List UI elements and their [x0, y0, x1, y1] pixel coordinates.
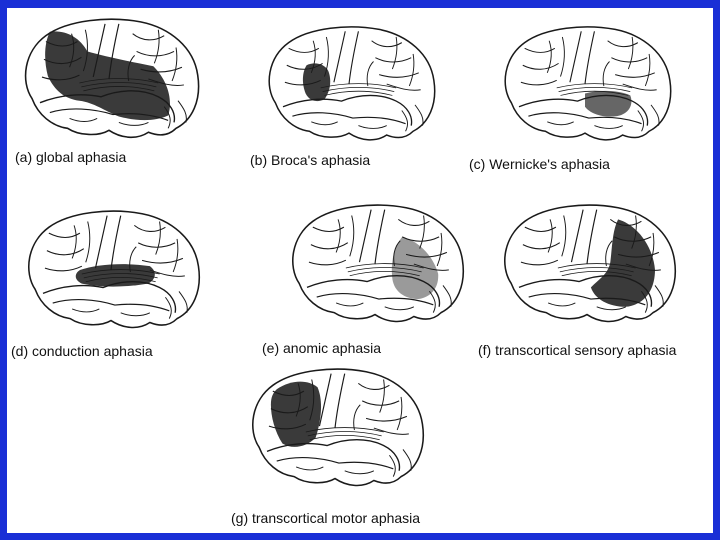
caption-wernickes-aphasia: (c) Wernicke's aphasia [469, 156, 610, 172]
brain-panel-global [9, 12, 209, 150]
brain-diagram-conduction [28, 210, 201, 329]
brain-outline [504, 204, 677, 323]
lesion-region-global [45, 31, 170, 121]
caption-brocas-aphasia: (b) Broca's aphasia [250, 152, 371, 168]
caption-tc-sensory-aphasia: (f) transcortical sensory aphasia [478, 342, 677, 358]
brain-diagram-tc-motor [252, 368, 425, 487]
brain-diagram-anomic [292, 204, 465, 323]
brain-diagram-broca [268, 26, 436, 141]
brain-outline [268, 26, 436, 141]
brain-panel-broca [249, 20, 449, 152]
brain-panel-conduction [11, 204, 211, 340]
lesion-region-tc-motor [270, 381, 322, 447]
caption-conduction-aphasia: (d) conduction aphasia [11, 343, 153, 359]
brain-outline [292, 204, 465, 323]
brain-diagram-wernicke [504, 26, 672, 141]
lesion-region-tc-sensory [590, 219, 655, 307]
brain-panel-tc-sensory [487, 198, 687, 334]
brain-diagram-tc-sensory [504, 204, 677, 323]
brain-outline [504, 26, 672, 141]
brain-panel-anomic [275, 198, 475, 334]
caption-tc-motor-aphasia: (g) transcortical motor aphasia [231, 510, 421, 526]
slide-canvas: (a) global aphasia (b) Broca's aphasia [7, 8, 713, 533]
brain-outline [24, 18, 200, 138]
brain-diagram-global [24, 18, 200, 138]
brain-panel-tc-motor [235, 362, 435, 498]
caption-anomic-aphasia: (e) anomic aphasia [262, 340, 382, 356]
caption-global-aphasia: (a) global aphasia [15, 149, 127, 165]
brain-outline [252, 368, 425, 487]
brain-panel-wernicke [485, 20, 685, 152]
brain-outline [28, 210, 201, 329]
